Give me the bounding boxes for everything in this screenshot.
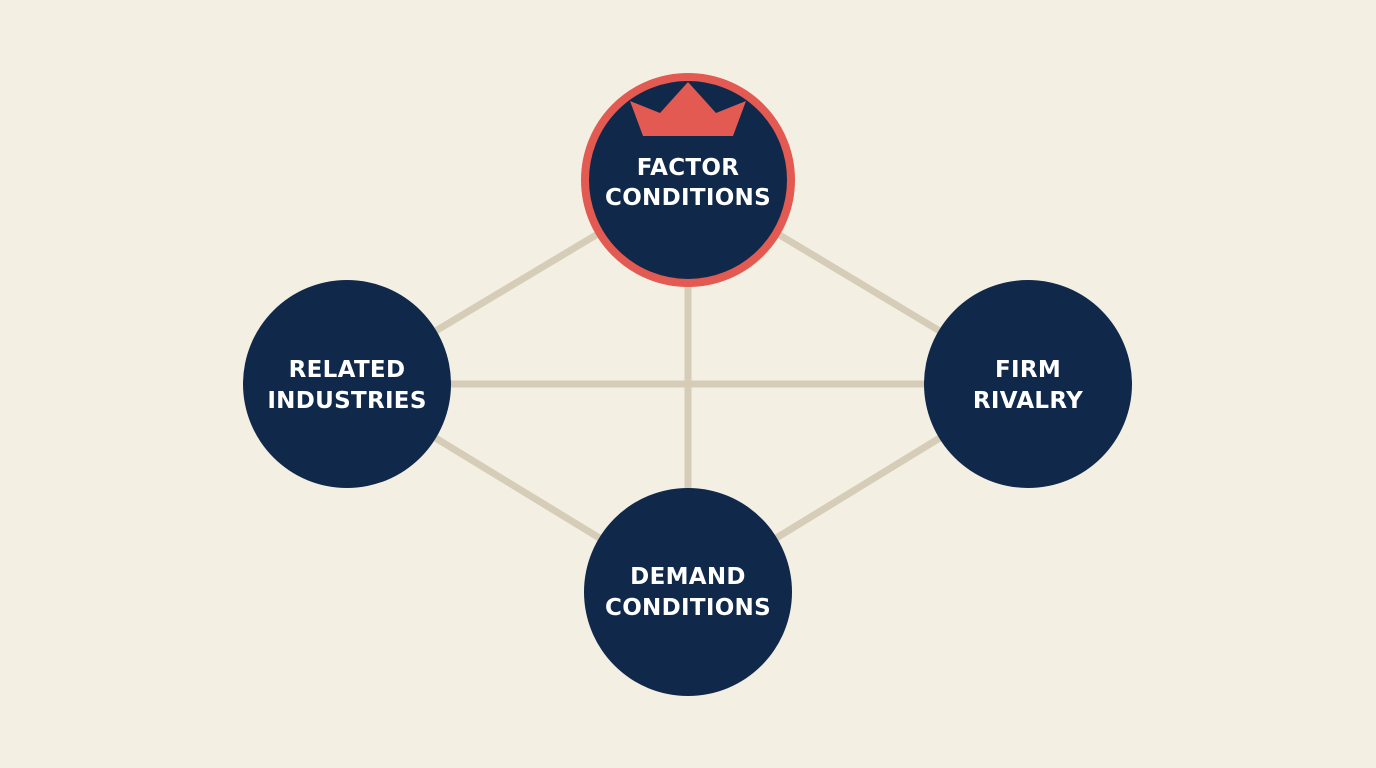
- crown-icon: [630, 82, 746, 136]
- node-label-line1: FACTOR: [637, 155, 740, 181]
- node-label-line2: INDUSTRIES: [267, 388, 426, 414]
- node-related-industries: RELATED INDUSTRIES: [243, 280, 451, 488]
- node-factor-conditions: FACTOR CONDITIONS: [581, 73, 795, 287]
- node-circle-firm: [924, 280, 1132, 488]
- node-circle-demand: [584, 488, 792, 696]
- node-label-line2: RIVALRY: [973, 388, 1083, 414]
- node-label-line2: CONDITIONS: [605, 595, 771, 621]
- node-circle-factor: [581, 73, 795, 287]
- node-firm-rivalry: FIRM RIVALRY: [924, 280, 1132, 488]
- node-circle-related: [243, 280, 451, 488]
- node-demand-conditions: DEMAND CONDITIONS: [584, 488, 792, 696]
- node-label-line1: FIRM: [995, 357, 1061, 383]
- node-label-line2: CONDITIONS: [605, 185, 771, 211]
- node-label-line1: RELATED: [289, 357, 406, 383]
- node-label-line1: DEMAND: [630, 564, 746, 590]
